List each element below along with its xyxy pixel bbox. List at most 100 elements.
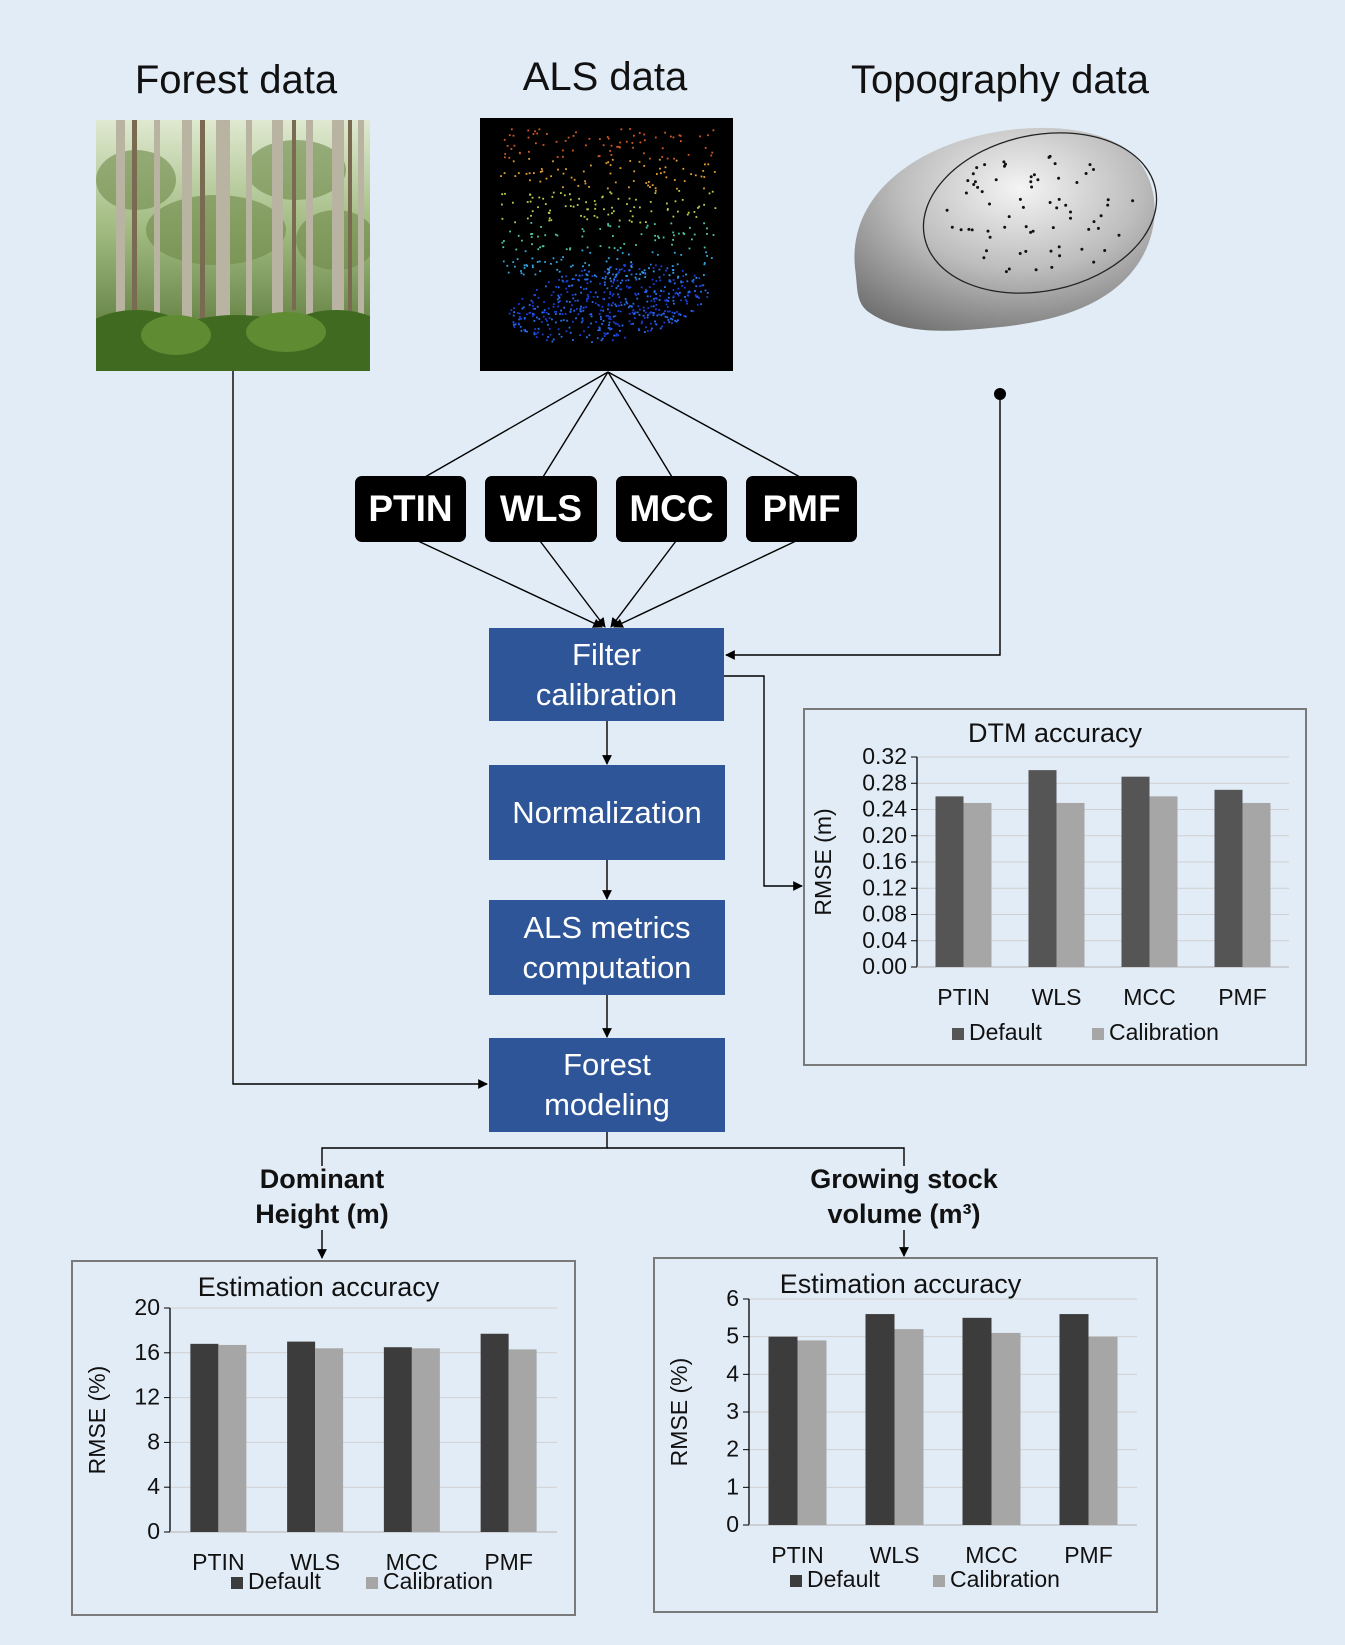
als-metrics-box: ALS metrics computation <box>489 900 725 995</box>
bar-default-wls <box>865 1314 895 1525</box>
legend-swatch <box>366 1577 378 1589</box>
bar-default-pmf <box>480 1333 509 1532</box>
y-tick-label: 0.12 <box>862 874 907 900</box>
y-tick-label: 20 <box>134 1294 160 1320</box>
legend-label: Calibration <box>1109 1019 1219 1045</box>
bar-default-mcc <box>383 1347 412 1532</box>
bar-calibration-wls <box>894 1329 924 1525</box>
x-tick-label: PTIN <box>192 1549 244 1575</box>
height-accuracy-title: Estimation accuracy <box>197 1272 440 1302</box>
y-tick-label: 0.00 <box>862 953 907 979</box>
y-tick-label: 6 <box>726 1285 739 1311</box>
bar-calibration-wls <box>1056 802 1085 967</box>
y-tick-label: 0 <box>147 1518 160 1544</box>
y-tick-label: 8 <box>147 1428 160 1454</box>
x-tick-label: PMF <box>1218 984 1267 1010</box>
topo-to-filter-arrow <box>725 394 1001 660</box>
y-tick-label: 0.32 <box>862 743 907 769</box>
legend-swatch <box>952 1028 964 1040</box>
x-tick-label: WLS <box>870 1542 920 1568</box>
als-metrics-line2: computation <box>522 949 692 985</box>
bar-default-ptin <box>190 1343 219 1532</box>
x-tick-label: MCC <box>1123 984 1175 1010</box>
bar-default-wls <box>287 1341 316 1532</box>
als-metrics-line1: ALS metrics <box>523 909 691 945</box>
legend-label: Default <box>807 1566 880 1592</box>
model-to-height-line <box>321 1132 608 1166</box>
x-tick-label: PTIN <box>771 1542 823 1568</box>
algo-pmf-box: PMF <box>746 476 857 542</box>
legend-label: Default <box>248 1568 321 1594</box>
y-tick-label: 0.28 <box>862 769 907 795</box>
bar-default-pmf <box>1214 789 1243 967</box>
legend-label: Default <box>969 1019 1042 1045</box>
dominant-height-line1: Dominant <box>259 1164 385 1194</box>
dominant-height-label: Dominant Height (m) <box>222 1162 422 1232</box>
volume-accuracy-title: Estimation accuracy <box>779 1269 1022 1299</box>
forest-modeling-line2: modeling <box>544 1087 670 1122</box>
bar-calibration-pmf <box>1088 1336 1118 1525</box>
growing-stock-label: Growing stock volume (m³) <box>784 1162 1024 1232</box>
bar-calibration-wls <box>315 1348 344 1532</box>
normalization-box: Normalization <box>489 765 725 860</box>
bar-calibration-pmf <box>1242 802 1271 967</box>
x-tick-label: MCC <box>965 1542 1017 1568</box>
legend-label: Calibration <box>950 1566 1060 1592</box>
ptin-to-filter-arrow <box>417 540 603 628</box>
growing-stock-line2: volume (m³) <box>827 1199 981 1229</box>
bar-calibration-mcc <box>411 1348 440 1532</box>
bar-calibration-ptin <box>963 802 992 967</box>
y-axis-label: RMSE (%) <box>666 1358 692 1467</box>
pmf-to-filter-arrow <box>613 540 797 628</box>
legend-swatch <box>1092 1028 1104 1040</box>
y-tick-label: 0.04 <box>862 927 907 953</box>
als-data-title: ALS data <box>522 55 688 99</box>
y-tick-label: 0.16 <box>862 848 907 874</box>
dtm-accuracy-title: DTM accuracy <box>967 718 1143 748</box>
y-tick-label: 0 <box>726 1511 739 1537</box>
bar-default-ptin <box>768 1336 798 1525</box>
dominant-height-line2: Height (m) <box>255 1199 389 1229</box>
growing-stock-line1: Growing stock <box>810 1164 998 1194</box>
bar-default-pmf <box>1059 1314 1089 1525</box>
filter-to-dtm-arrow <box>724 675 803 891</box>
als-to-pmf-line <box>607 371 801 478</box>
bar-calibration-mcc <box>991 1332 1021 1525</box>
forest-photo <box>96 120 370 371</box>
y-tick-label: 16 <box>134 1339 160 1365</box>
y-tick-label: 4 <box>726 1360 739 1386</box>
forest-data-title: Forest data <box>134 58 338 102</box>
x-tick-label: MCC <box>386 1549 438 1575</box>
algo-wls-box: WLS <box>485 476 597 542</box>
als-point-cloud-image <box>480 118 733 371</box>
y-tick-label: 3 <box>726 1398 739 1424</box>
legend-swatch <box>790 1575 802 1587</box>
bar-calibration-mcc <box>1149 796 1178 967</box>
bar-default-ptin <box>935 796 964 967</box>
y-tick-label: 12 <box>134 1384 160 1410</box>
y-tick-label: 0.20 <box>862 822 907 848</box>
legend-swatch <box>933 1575 945 1587</box>
als-to-wls-line <box>542 371 609 478</box>
dtm-accuracy-chart: 0.000.040.080.120.160.200.240.280.32RMSE… <box>810 743 1289 1045</box>
y-tick-label: 1 <box>726 1473 739 1499</box>
y-axis-label: RMSE (m) <box>810 808 836 915</box>
y-tick-label: 5 <box>726 1323 739 1349</box>
legend-label: Calibration <box>383 1568 493 1594</box>
forest-modeling-line1: Forest <box>563 1047 651 1082</box>
algo-ptin-box: PTIN <box>355 476 466 542</box>
x-tick-label: PTIN <box>937 984 989 1010</box>
y-tick-label: 4 <box>147 1473 160 1499</box>
topo-connector-dot <box>994 388 1006 400</box>
mcc-to-filter-arrow <box>610 540 677 628</box>
legend-swatch <box>231 1577 243 1589</box>
als-to-mcc-line <box>607 371 673 478</box>
filter-calibration-box: Filter calibration <box>489 628 724 721</box>
filter-calibration-line1: Filter <box>572 636 641 672</box>
model-to-volume-line <box>607 1147 905 1166</box>
